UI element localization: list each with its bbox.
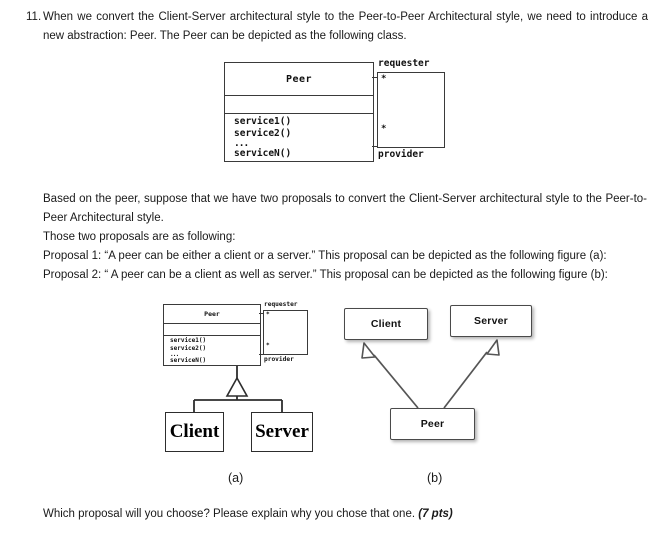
figure-a-client-box: Client: [165, 412, 224, 452]
peer-class-diagram: Peer service1() service2() ... serviceN(…: [224, 58, 446, 163]
figure-a-self-association-loop: [263, 310, 308, 355]
figure-a-operation-2: service2(): [170, 344, 207, 352]
figure-b-caption: (b): [427, 471, 443, 485]
points-value: (7 pts): [418, 508, 453, 520]
figure-a-peer-class-name: Peer: [204, 310, 220, 318]
figure-b-client-box: Client: [344, 308, 428, 340]
class-separator-1: [225, 95, 373, 96]
peer-class-name: Peer: [285, 73, 313, 85]
figure-b-server-box: Server: [450, 305, 532, 337]
question-text: When we convert the Client-Server archit…: [43, 11, 648, 42]
operation-last: serviceN(): [234, 148, 292, 159]
role-label-provider: provider: [378, 149, 424, 160]
multiplicity-top: *: [381, 74, 387, 84]
paragraph-closing-question: Which proposal will you choose? Please e…: [43, 505, 648, 524]
paragraph-those-two-proposals: Those two proposals are as following:: [43, 231, 236, 243]
role-label-requester: requester: [378, 58, 430, 69]
paragraph-proposal-1: Proposal 1: “A peer can be either a clie…: [43, 250, 607, 262]
operation-2: service2(): [234, 127, 292, 139]
figure-a-operation-last: serviceN(): [170, 357, 207, 365]
figure-a-caption: (a): [228, 471, 244, 485]
figure-a-association-stub-bottom: [259, 354, 265, 355]
operations-ellipsis: ...: [234, 138, 249, 149]
question-number: 11.: [26, 11, 42, 23]
paragraph-proposal-2: Proposal 2: “ A peer can be a client as …: [43, 269, 608, 281]
figure-a-separator-1: [164, 323, 260, 324]
figure-a-operations-compartment: service1() service2() ... serviceN(): [170, 337, 206, 365]
association-stub-bottom: [372, 146, 379, 147]
figure-a-multiplicity-top: *: [266, 311, 270, 318]
class-separator-2: [225, 113, 373, 114]
question-item: 11. When we convert the Client-Server ar…: [26, 8, 648, 46]
figure-b-peer-box: Peer: [390, 408, 475, 440]
paragraph-based-on-peer: Based on the peer, suppose that we have …: [43, 193, 647, 224]
figure-a-operation-1: service1(): [170, 337, 207, 344]
closing-text: Which proposal will you choose? Please e…: [43, 508, 416, 520]
association-stub-top: [372, 77, 379, 78]
peer-class-box: Peer service1() service2() ... serviceN(…: [224, 62, 374, 162]
figure-a-server-box: Server: [251, 412, 313, 452]
figure-a-separator-2: [164, 335, 260, 336]
multiplicity-bottom: *: [381, 124, 387, 134]
figure-a-peer-class-box: Peer service1() service2() ... serviceN(…: [163, 304, 261, 366]
figure-a-multiplicity-bottom: *: [266, 342, 270, 349]
figure-a-diagram: Peer service1() service2() ... serviceN(…: [163, 300, 333, 460]
figure-a-role-label-requester: requester: [264, 301, 298, 308]
figure-a-association-stub-top: [259, 313, 265, 314]
peer-operations-compartment: service1() service2() ... serviceN(): [234, 116, 369, 160]
figure-a-role-label-provider: provider: [264, 356, 294, 363]
operation-1: service1(): [234, 116, 292, 127]
self-association-loop: [377, 72, 445, 148]
figure-a-operations-ellipsis: ...: [170, 351, 179, 359]
peer-attributes-compartment: [225, 95, 373, 113]
figure-b-diagram: Client Server Peer: [340, 303, 545, 453]
